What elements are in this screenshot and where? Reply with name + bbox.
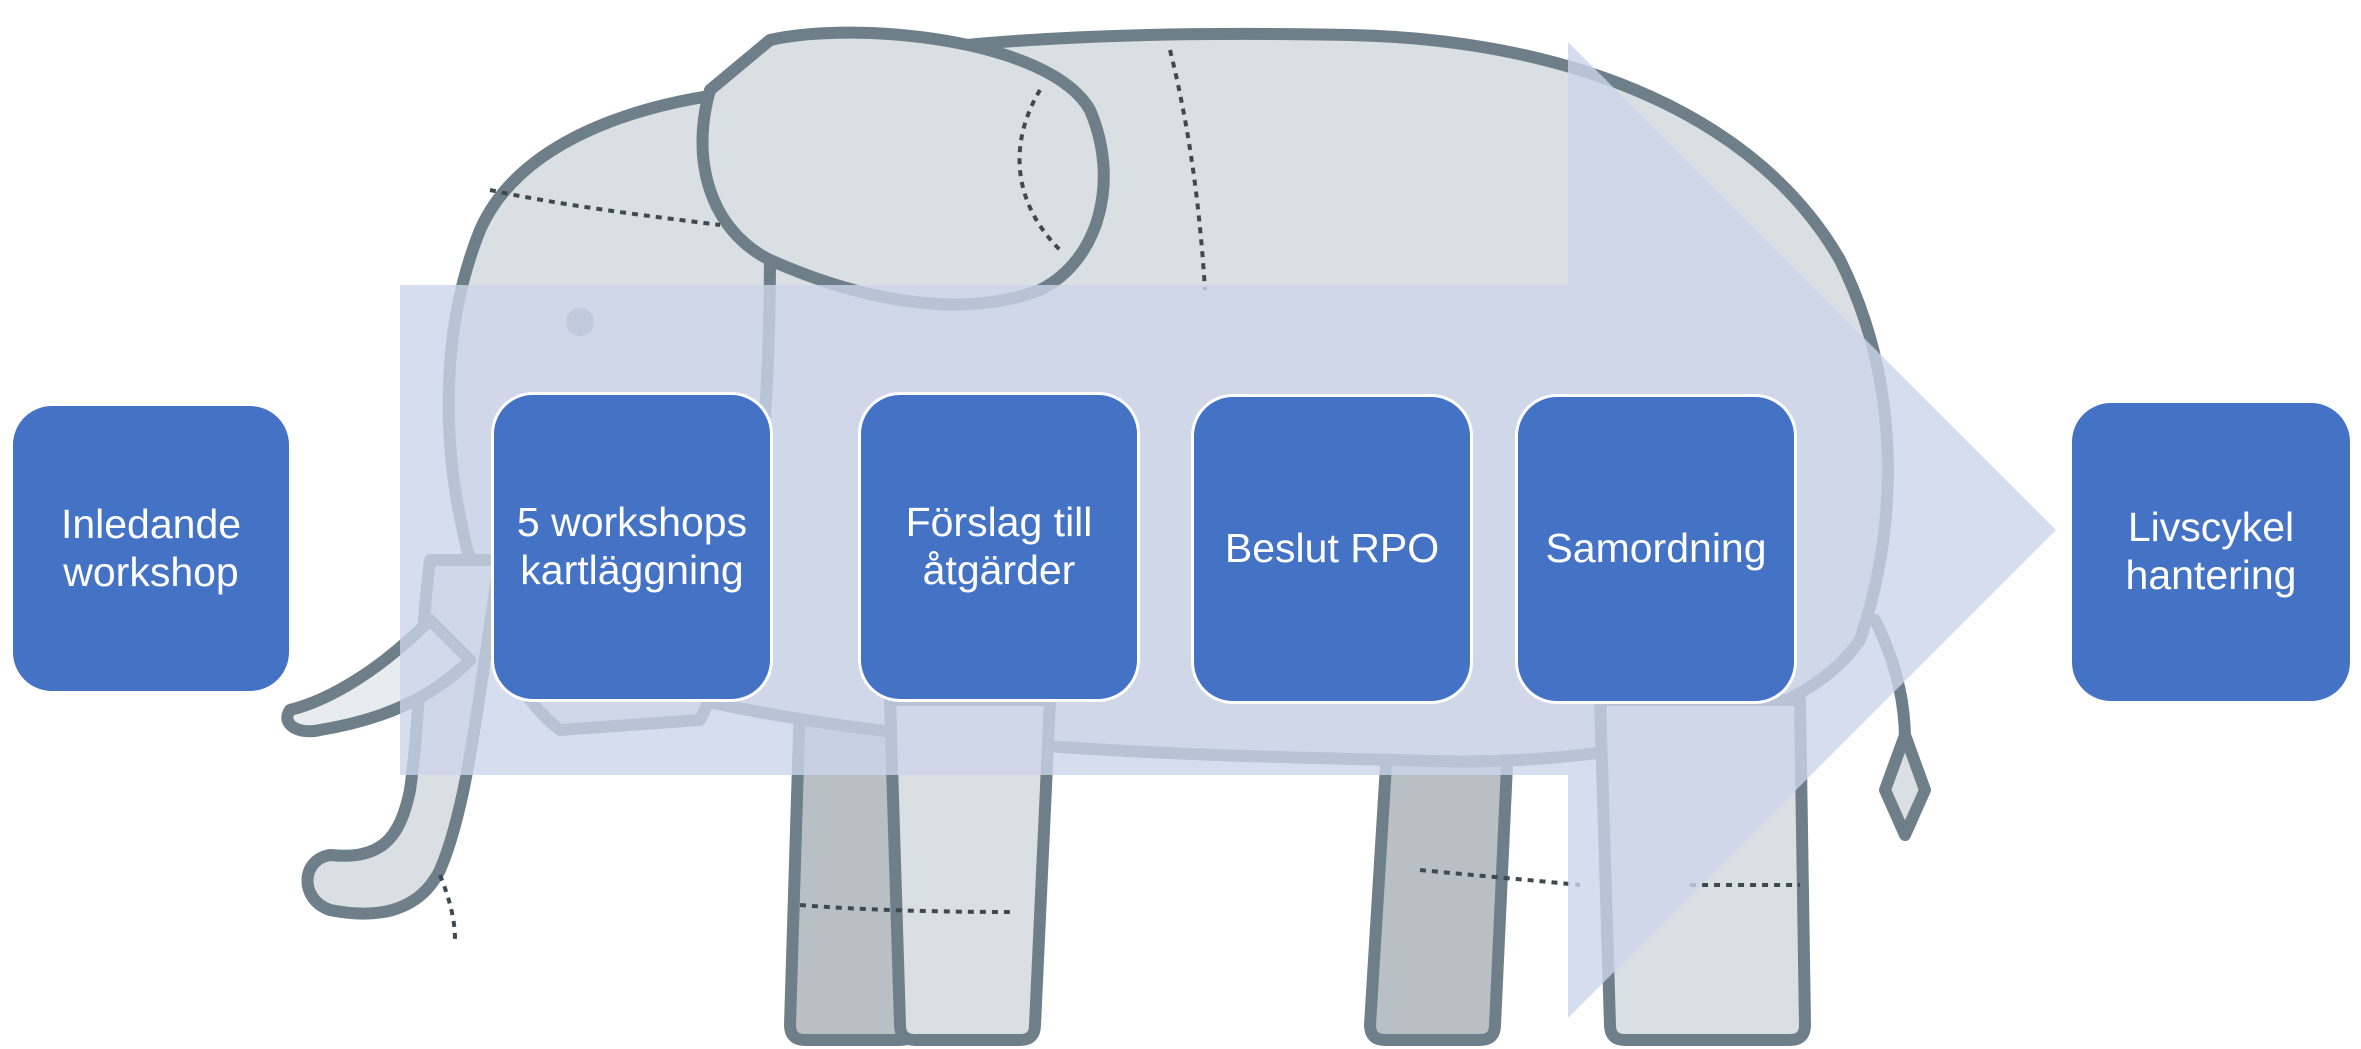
- step-label-line1: Förslag till: [905, 499, 1093, 546]
- step-label-line2: hantering: [2125, 552, 2297, 598]
- step-samordning: Samordning: [1515, 394, 1797, 704]
- step-label-line2: kartläggning: [520, 547, 744, 593]
- step-label-line2: workshop: [63, 548, 239, 595]
- step-label-line1: Inledande: [60, 500, 242, 547]
- step-label-line2: åtgärder: [922, 547, 1076, 593]
- step-label-line1: 5 workshops: [516, 499, 748, 546]
- step-workshops-kartlaggning: 5 workshops kartläggning: [491, 392, 773, 702]
- step-label-line1: Beslut RPO: [1224, 525, 1440, 572]
- step-inledande-workshop: Inledande workshop: [10, 403, 292, 694]
- step-livscykel-hantering: Livscykel hantering: [2069, 400, 2353, 704]
- step-label-line1: Livscykel: [2127, 504, 2295, 551]
- step-forslag-till-atgarder: Förslag till åtgärder: [858, 392, 1140, 702]
- step-label-line1: Samordning: [1545, 525, 1767, 572]
- step-beslut-rpo: Beslut RPO: [1191, 394, 1473, 704]
